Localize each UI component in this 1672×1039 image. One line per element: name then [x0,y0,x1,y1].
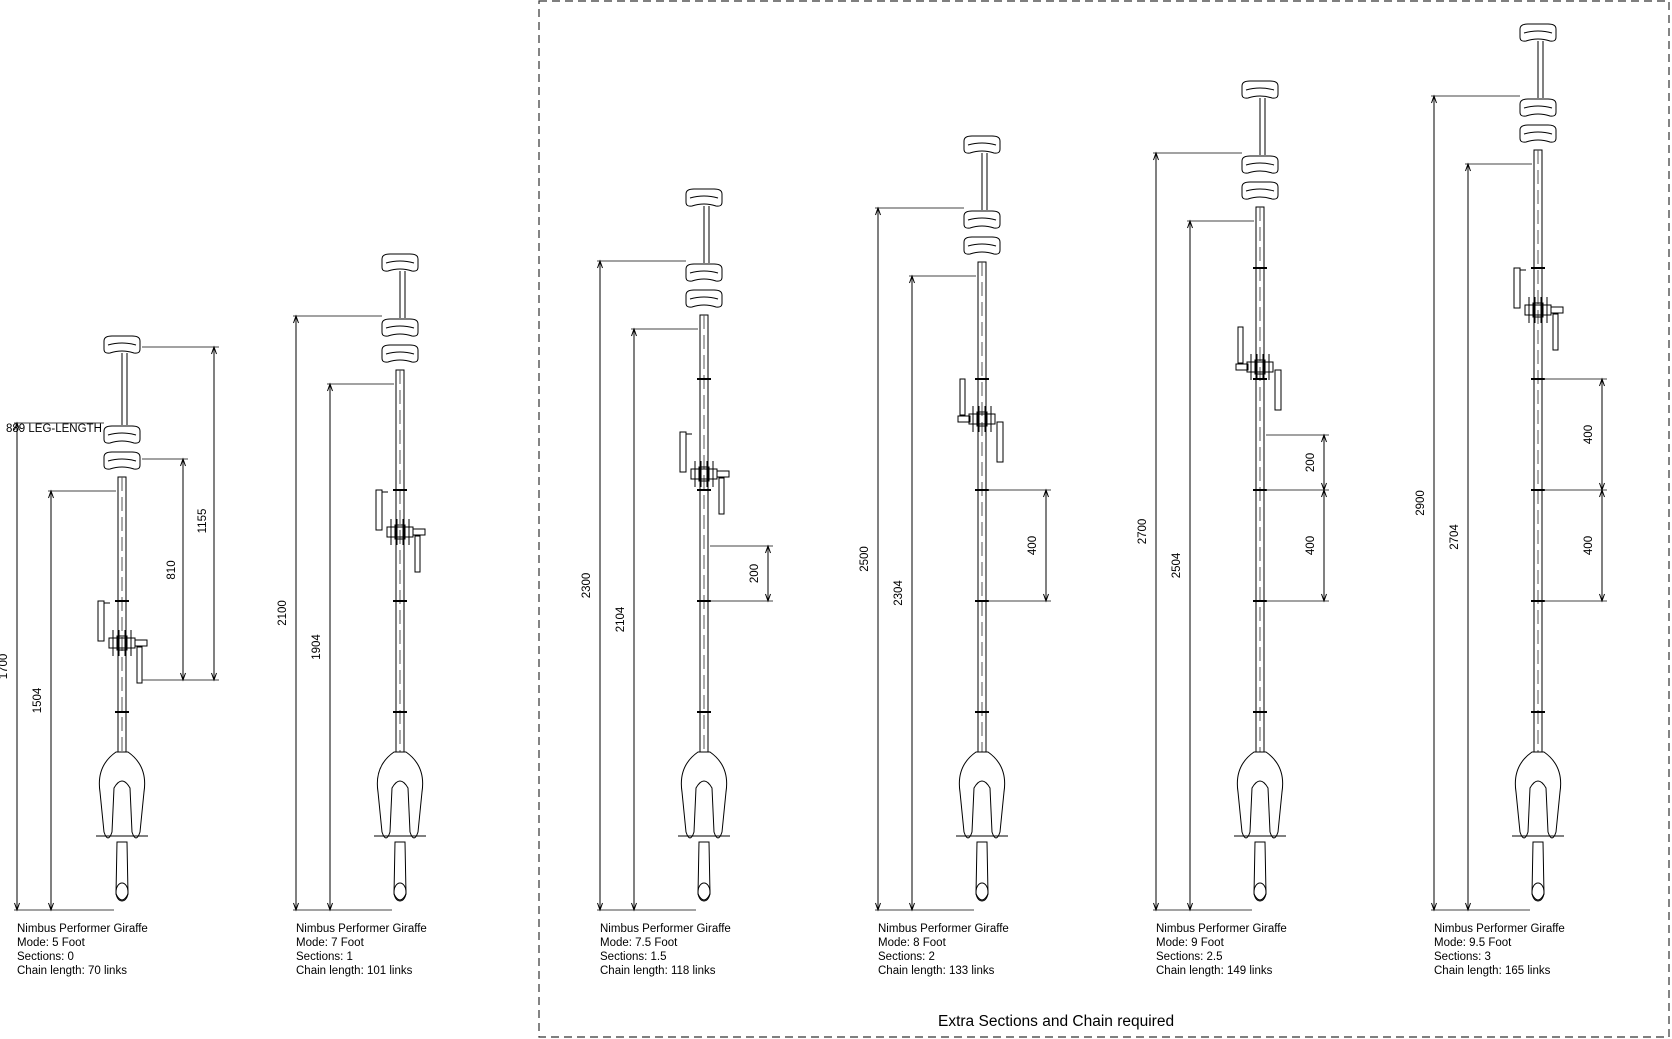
dimension-inner: 2104 [615,606,627,632]
pad-cushion [1241,181,1279,200]
seat-cushion [963,135,1001,154]
dimension-section-1: 200 [749,564,761,583]
footer-note: Extra Sections and Chain required [938,1013,1174,1030]
clamp-assembly [375,489,426,573]
caption-line: Sections: 2 [878,951,935,963]
fork-base [1234,751,1286,902]
caption-line: Sections: 3 [1434,951,1491,963]
seat-cushion [381,253,419,272]
caption-line: Chain length: 118 links [600,965,716,977]
caption-line: Nimbus Performer Giraffe [296,923,427,935]
fork-base [956,751,1008,902]
pad-cushion [1241,155,1279,174]
dimension-inner: 2704 [1449,524,1461,550]
fork-base [1512,751,1564,902]
dimension-section-1: 400 [1583,536,1595,555]
dimension-inner: 1504 [32,687,44,713]
dimension-right-b: 810 [166,560,178,579]
clamp-assembly [1235,326,1282,411]
dimension-section-1: 400 [1027,536,1039,555]
caption-line: Sections: 2.5 [1156,951,1222,963]
pad-cushion [685,289,723,308]
pad-cushion [1519,98,1557,117]
pad-cushion [1519,124,1557,143]
fork-base [374,751,426,902]
dimension-section-2: 200 [1305,453,1317,472]
leg-length-label: 889 LEG-LENGTH [6,423,102,435]
caption-line: Nimbus Performer Giraffe [17,923,148,935]
pad-cushion [103,451,141,470]
pad-cushion [381,344,419,363]
pad-cushion [963,210,1001,229]
caption-line: Sections: 1 [296,951,353,963]
caption-line: Nimbus Performer Giraffe [1156,923,1287,935]
caption-line: Mode: 5 Foot [17,937,86,949]
seat-cushion [1241,80,1279,99]
dimension-inner: 2304 [893,580,905,606]
clamp-assembly [97,600,148,684]
dimension-section-1: 400 [1305,536,1317,555]
caption-line: Nimbus Performer Giraffe [600,923,731,935]
caption-line: Mode: 9 Foot [1156,937,1225,949]
seat-cushion [1519,23,1557,42]
dimension-outer: 2300 [581,573,593,599]
clamp-assembly [679,431,730,515]
caption-line: Chain length: 165 links [1434,965,1551,977]
extra-sections-boundary [538,0,1670,1038]
dimension-outer: 2500 [859,546,871,572]
dimension-inner: 2504 [1171,552,1183,578]
seat-cushion [103,335,141,354]
dimension-right-a: 1155 [197,509,209,534]
caption-line: Nimbus Performer Giraffe [1434,923,1565,935]
caption-line: Chain length: 149 links [1156,965,1273,977]
clamp-assembly [957,378,1004,463]
caption-line: Mode: 7 Foot [296,937,365,949]
dimension-section-2: 400 [1583,425,1595,444]
dimension-outer: 1700 [0,654,10,680]
fork-base [678,751,730,902]
fork-base [96,751,148,902]
caption-line: Mode: 9.5 Foot [1434,937,1512,949]
pad-cushion [103,425,141,444]
pad-cushion [381,318,419,337]
caption-line: Mode: 8 Foot [878,937,947,949]
dimension-inner: 1904 [311,634,323,660]
caption-line: Chain length: 133 links [878,965,995,977]
caption-line: Sections: 1.5 [600,951,666,963]
dimension-outer: 2900 [1415,490,1427,516]
caption-line: Chain length: 101 links [296,965,413,977]
caption-line: Sections: 0 [17,951,74,963]
caption-line: Chain length: 70 links [17,965,127,977]
caption-line: Nimbus Performer Giraffe [878,923,1009,935]
pad-cushion [685,263,723,282]
clamp-assembly [1513,267,1564,351]
dimension-outer: 2700 [1137,519,1149,545]
pad-cushion [963,236,1001,255]
dimension-outer: 2100 [277,600,289,626]
caption-line: Mode: 7.5 Foot [600,937,678,949]
seat-cushion [685,188,723,207]
